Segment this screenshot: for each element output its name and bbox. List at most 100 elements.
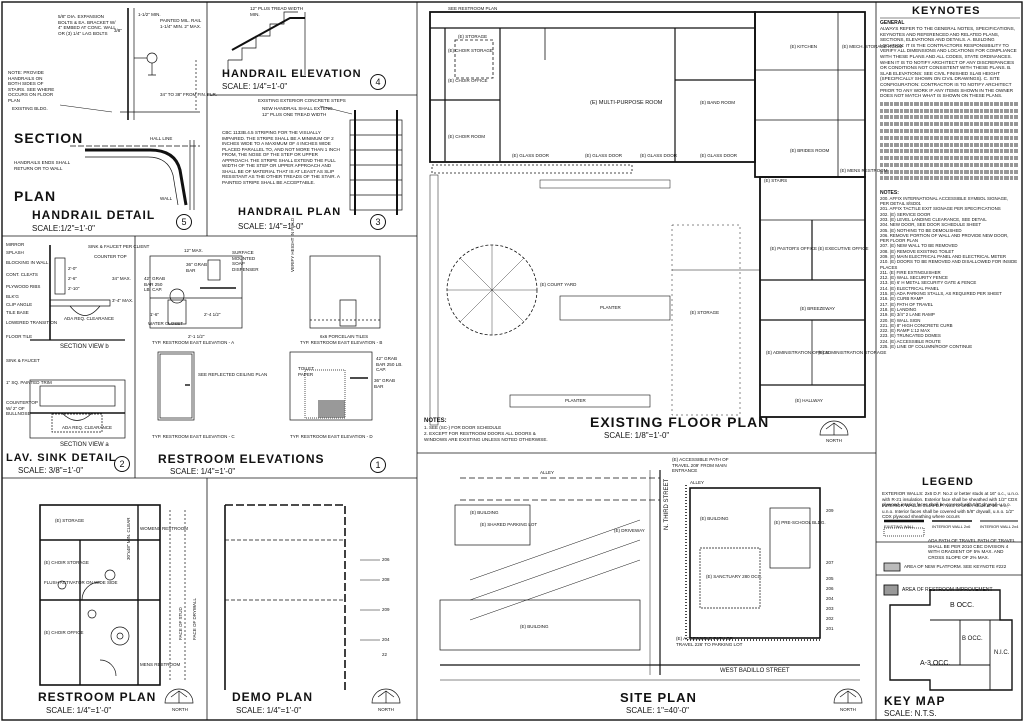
keynotes-general-heading: GENERAL [880,20,905,26]
rp-north: NORTH [172,707,188,712]
sink-label-clip: CLIP ANGLE [6,302,33,307]
sink-label-ada-b: ADA REQ. CLEARANCE [64,316,115,321]
detail-number-4: 4 [370,74,386,90]
keynotes-general-text: ALWAYS REFER TO THE GENERAL NOTES, SPECI… [880,26,1017,99]
key-map-improvement: AREA OF RESTROOM IMPROVEMENT [902,587,993,593]
elev-dim-3: 2'-4 1/2" [204,312,221,317]
fp-see-restroom: SEE RESTROOM PLAN [448,6,498,11]
sp-third-street: N. THIRD STREET [664,478,670,530]
detail-number-2: 2 [114,456,130,472]
handrail-detail-drawing [59,8,200,210]
fp-north: NORTH [826,438,842,443]
sink-dim-1: 2'-0" [68,266,77,271]
key-map-drawing [883,584,1013,691]
rp-storage: (E) STORAGE [55,518,85,523]
demo-tag-208: 208 [382,577,390,582]
plan-callout-extend: NEW HANDRAIL SHALL EXTEND 12" PLUS ONE T… [262,106,333,117]
keynote-207: 207. (E) NEW WALL TO BE REMOVED [880,243,958,249]
sp-tag-207: 207 [826,560,834,565]
keynote-214: 214. (E) ELECTRICAL PANEL [880,285,940,291]
site-plan-scale: SCALE: 1"=40'-0" [626,706,690,715]
keynote-204: 204. NEW DOOR, SEE DOOR SCHEDULE SHEET [880,222,982,228]
sink-label-tile-base: TILE BASE [6,310,29,315]
elevation-callout: 12" PLUS TREAD WIDTH MIN. [250,6,304,17]
sp-tag-206: 206 [826,586,834,591]
fp-planter-2: PLANTER [565,398,586,403]
sp-building-3: (E) BUILDING [700,516,729,521]
elev-dim-4: 12" MAX. [184,248,203,253]
fp-choir-office: (E) CHOIR OFFICE [448,78,488,83]
sink-label-splash: SPLASH [6,250,24,255]
sp-alley-2: ALLEY [690,480,705,485]
elev-a-soap: SURFACE MOUNTED SOAP DISPENSER [232,250,259,272]
sink-label-faucet: SINK & FAUCET PER CLIENT [88,244,150,249]
callout-bolts: 5/8" DIA. EXPANSION BOLTS & EA. BRACKET … [58,14,116,36]
keynote-211: 211. (E) FIRE EXTINGUISHER [880,269,941,275]
sink-label-blocking: BLOCKING IN WALL [6,260,49,265]
elev-caption-a: TYP. RESTROOM EAST ELEVATION - A [152,340,235,345]
keynote-215: 215. (E) ADA PARKING STALLS, AS REQUIRED… [880,291,1002,297]
keynote-218: 218. (E) LANDING [880,306,917,312]
sp-tag-201: 201 [826,626,834,631]
restroom-elevations-scale: SCALE: 1/4"=1'-0" [170,467,236,476]
fp-choir-storage: (E) CHOIR STORAGE [448,48,493,53]
sp-path-main: (E) ACCESSIBLE PATH OF TRAVEL 209' FROM … [672,457,729,473]
sp-path-parking: (E) ACCESSIBLE PATH OF TRAVEL 226' TO PA… [676,636,743,647]
plan-callout-steps: EXISTING EXTERIOR CONCRETE STEPS [258,98,346,103]
sp-tag-203: 203 [826,606,834,611]
callout-wall: WALL [160,196,173,201]
north-arrows [164,420,863,704]
callout-rail: PAINTED MIL. RAIL 1-1/4" MIN. 2" MAX. [160,18,202,29]
sink-label-sink: SINK & FAUCET [6,358,40,363]
legend-interior: INTERIOR WALLS: 2x4/6 D.F. No.2 or bette… [882,503,1014,519]
handrail-detail-note: NOTE: PROVIDE HANDRAILS ON BOTH SIDES OF… [8,70,55,103]
fp-admin-storage: (E) ADMINISTRATION STORAGE [818,350,887,355]
rp-choir-office: (E) CHOIR OFFICE [44,630,84,635]
keynote-222: 222. (E) RAMP 1:12 MAX [880,328,930,334]
restroom-elevations-title: RESTROOM ELEVATIONS [158,452,325,466]
restroom-plan-drawing [39,504,186,686]
sp-north: NORTH [840,707,856,712]
detail-number-5: 5 [176,214,192,230]
demo-north: NORTH [378,707,394,712]
keynote-213: 213. (E) 6' H METAL SECURITY GATE & FENC… [880,280,977,286]
sink-label-mirror: MIRROR [6,242,25,247]
keynote-221: 221. (E) 8" HIGH CONCRETE CURB [880,322,953,328]
legend-exterior: EXTERIOR WALLS: 2x6 D.F. No.2 or better … [882,491,1020,507]
existing-bldg-label: EXISTING BLDG. [12,106,48,111]
fp-brides: (E) BRIDES ROOM [790,148,830,153]
fp-mens: (E) MENS RESTROOM [840,168,888,173]
sink-label-blkg: BLK'G [6,294,19,299]
elev-a-water-closet: WATER CLOSET [148,321,184,326]
fp-glass-door-2: (E) GLASS DOOR [585,153,623,158]
key-map-nic: N.I.C. [994,650,1010,656]
legend-title: LEGEND [922,476,974,488]
callout-height: 34" TO 38" FROM FIN. FLR. [160,92,218,97]
sink-label-transition: LOWERED TRANSITION [6,320,58,325]
sink-label-ada-a: ADA REQ. CLEARANCE [62,425,113,430]
sink-label-ribs: PLYWOOD RIBS [6,284,41,289]
floor-plan-title: EXISTING FLOOR PLAN [590,414,770,430]
legend-interior-2x6: INTERIOR WALL 2x6 [932,524,971,529]
fp-glass-door-4: (E) GLASS DOOR [700,153,738,158]
keynote-202: 202. (E) SERVICE DOOR [880,211,931,217]
elev-a-grab-36: 36" GRAB BAR [186,262,208,273]
fp-planter-1: PLANTER [600,305,621,310]
rp-mens: MENS RESTROOM [140,662,181,667]
plan-label: PLAN [14,188,57,204]
sink-label-cleats: CONT. CLEATS [6,272,38,277]
sp-building-2: (E) BUILDING [520,624,549,629]
legend-ada-path: ADA PATH OF TRAVEL PATH OF TRAVEL SHALL … [928,538,1016,560]
section-view-b: SECTION VIEW b [60,344,109,350]
keynotes-general-filler [880,101,1018,186]
handrail-detail-scale: SCALE:1/2"=1'-0" [32,224,96,233]
demo-tag-206: 206 [382,557,390,562]
sp-sanctuary: (E) SANCTUARY 280 OCC. [706,574,763,579]
keynote-217: 217. (E) PATH OF TRAVEL [880,301,934,307]
detail-number-1: 1 [370,457,386,473]
sp-badillo: WEST BADILLO STREET [720,668,790,674]
handrail-elevation-scale: SCALE: 1/4"=1'-0" [222,82,288,91]
handrail-elevation-drawing [227,11,306,75]
elev-d-toilet-paper: TOILET PAPER [298,366,314,377]
sp-parking: (E) SHARED PARKING LOT [480,522,538,527]
